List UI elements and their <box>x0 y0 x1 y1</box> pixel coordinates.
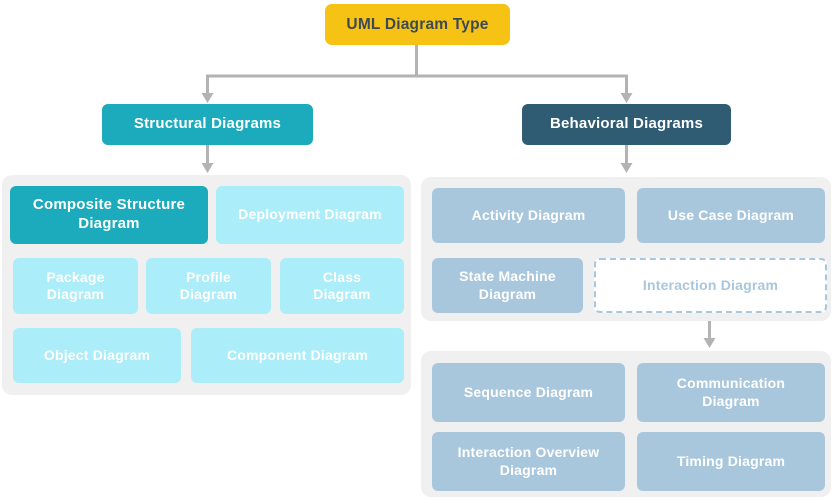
node-behavioral-diagrams: Behavioral Diagrams <box>522 104 731 145</box>
node-label: Composite Structure Diagram <box>32 196 186 232</box>
node-label: Sequence Diagram <box>463 383 594 400</box>
node-use-case-diagram: Use Case Diagram <box>637 188 825 243</box>
node-label: Activity Diagram <box>471 206 586 223</box>
arrowhead-structural-group <box>201 163 214 173</box>
node-deployment-diagram: Deployment Diagram <box>216 186 404 244</box>
group-structural: Composite Structure Diagram Deployment D… <box>2 175 411 395</box>
node-composite-structure-diagram: Composite Structure Diagram <box>10 186 208 244</box>
node-label: Component Diagram <box>226 346 369 363</box>
node-package-diagram: Package Diagram <box>13 258 138 314</box>
arrowhead-behavioral <box>620 93 633 103</box>
node-label: Deployment Diagram <box>238 206 382 223</box>
node-component-diagram: Component Diagram <box>191 328 404 383</box>
node-label: Behavioral Diagrams <box>549 115 704 133</box>
node-profile-diagram: Profile Diagram <box>146 258 271 314</box>
node-communication-diagram: Communication Diagram <box>637 363 825 422</box>
node-activity-diagram: Activity Diagram <box>432 188 625 243</box>
arrowhead-interaction-group <box>703 338 716 348</box>
node-label: Profile Diagram <box>179 268 238 303</box>
node-label: Structural Diagrams <box>133 115 282 133</box>
node-label: Communication Diagram <box>676 375 786 409</box>
node-label: Interaction Diagram <box>642 276 779 293</box>
node-object-diagram: Object Diagram <box>13 328 181 383</box>
node-interaction-diagram: Interaction Diagram <box>594 258 827 313</box>
node-structural-diagrams: Structural Diagrams <box>102 104 313 145</box>
node-label: Interaction Overview Diagram <box>457 444 600 478</box>
group-interaction: Sequence Diagram Communication Diagram I… <box>421 351 831 497</box>
node-interaction-overview-diagram: Interaction Overview Diagram <box>432 432 625 491</box>
node-state-machine-diagram: State Machine Diagram <box>432 258 583 313</box>
arrowhead-behavioral-group <box>620 163 633 173</box>
node-class-diagram: Class Diagram <box>280 258 404 314</box>
node-label: Timing Diagram <box>676 452 786 469</box>
node-label: State Machine Diagram <box>459 268 556 302</box>
node-timing-diagram: Timing Diagram <box>637 432 825 491</box>
node-label: Use Case Diagram <box>667 206 795 223</box>
node-sequence-diagram: Sequence Diagram <box>432 363 625 422</box>
group-behavioral: Activity Diagram Use Case Diagram State … <box>421 177 831 321</box>
node-label: Object Diagram <box>43 346 151 363</box>
node-label: Package Diagram <box>46 268 105 303</box>
node-label: Class Diagram <box>313 268 371 303</box>
arrowhead-structural <box>201 93 214 103</box>
node-uml-diagram-type: UML Diagram Type <box>325 4 510 45</box>
node-label: UML Diagram Type <box>346 15 489 33</box>
